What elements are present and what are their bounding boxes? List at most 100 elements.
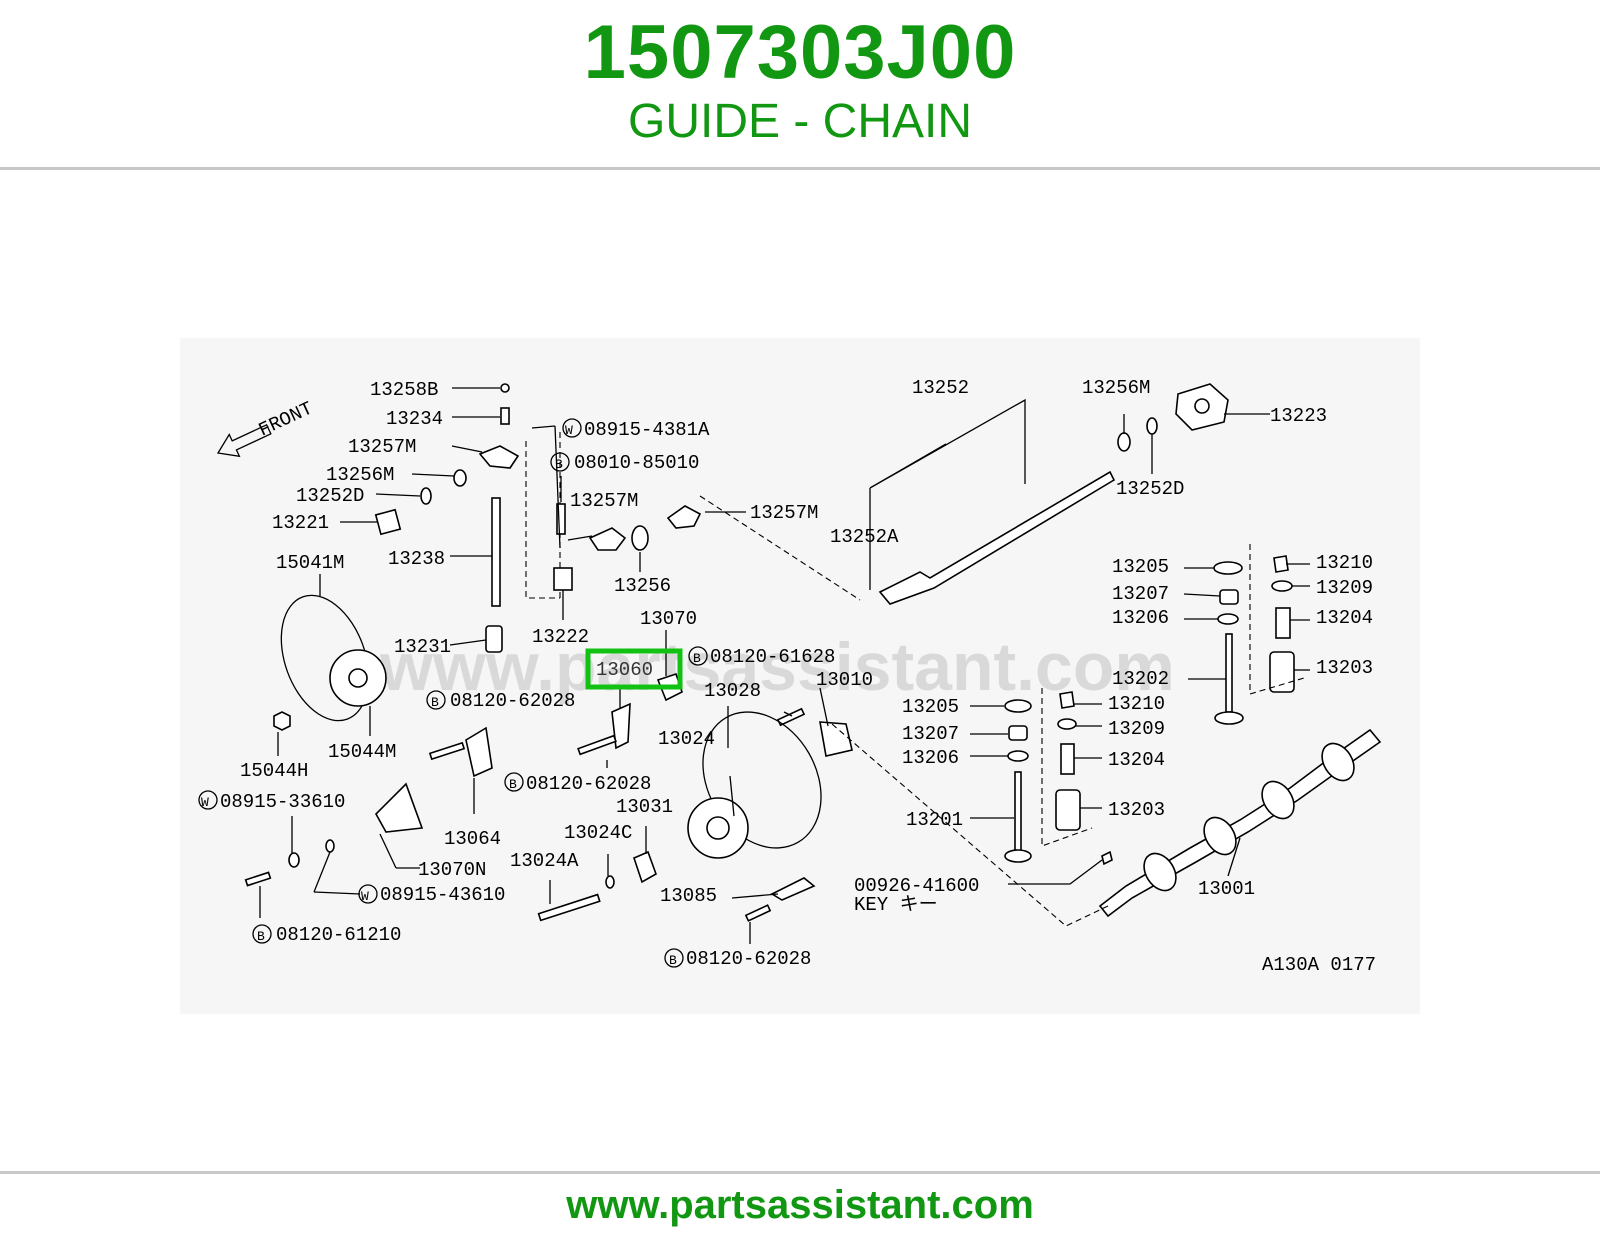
- cam-sprocket-hub: [706, 816, 730, 840]
- svg-text:W: W: [201, 795, 209, 810]
- label-13031: 13031: [616, 796, 673, 818]
- svg-text:B: B: [555, 457, 563, 472]
- label-08120-62028-c: 08120-62028: [686, 948, 811, 970]
- spring-13256m-b: [1117, 432, 1131, 452]
- label-08010-85010: 08010-85010: [574, 452, 699, 474]
- label-08120-61210: 08120-61210: [276, 924, 401, 946]
- front-label: FRONT: [255, 397, 316, 441]
- valve-head-13201: [1004, 849, 1032, 863]
- label-13203-b: 13203: [1108, 799, 1165, 821]
- cam-lobe-3: [1261, 780, 1295, 820]
- support-13222: [553, 567, 573, 591]
- label-08120-62028-b: 08120-62028: [526, 773, 651, 795]
- spring-13203-a: [1269, 651, 1295, 693]
- leader-lines: [259, 387, 1310, 944]
- label-13024: 13024: [658, 728, 715, 750]
- washer-08915-43610: [325, 839, 335, 853]
- label-13206-b: 13206: [902, 747, 959, 769]
- bolt-08120-62028-a: [428, 741, 466, 761]
- label-13257m-c: 13257M: [750, 502, 818, 524]
- tensioner-13064: [465, 726, 493, 778]
- svg-text:W: W: [361, 889, 369, 904]
- b-symbol-icon: [504, 772, 524, 792]
- retainer-13205-b: [1004, 699, 1032, 713]
- footer-divider: [0, 1171, 1600, 1174]
- label-13207-a: 13207: [1112, 583, 1169, 605]
- rocker-arm-13257m-b: [588, 527, 627, 551]
- label-13205-b: 13205: [902, 696, 959, 718]
- spring-13203-b: [1055, 789, 1081, 831]
- collet-13210-b: [1059, 691, 1075, 709]
- seat-13206-a: [1217, 613, 1239, 625]
- label-13252d-b: 13252D: [1116, 478, 1184, 500]
- label-13258b: 13258B: [370, 379, 438, 401]
- cam-lobe-2: [1203, 816, 1237, 856]
- highlight-box-13060: [585, 648, 683, 690]
- w-symbol-text: W: [565, 423, 573, 438]
- label-13209-b: 13209: [1108, 718, 1165, 740]
- label-13010: 13010: [816, 669, 873, 691]
- label-13231: 13231: [394, 636, 451, 658]
- website-link[interactable]: www.partsassistant.com: [566, 1183, 1034, 1227]
- timing-chain-15041m: [280, 594, 370, 722]
- plate-13010: [819, 721, 853, 757]
- label-13234: 13234: [386, 408, 443, 430]
- bolt-13024a: [537, 893, 601, 922]
- label-13252d-a: 13252D: [296, 485, 364, 507]
- front-arrow-icon: [216, 423, 272, 458]
- label-13203-a: 13203: [1316, 657, 1373, 679]
- rocker-shaft-13252: [878, 470, 1116, 605]
- label-00926-41600: 00926-41600: [854, 875, 979, 897]
- label-13085: 13085: [660, 885, 717, 907]
- spring-13256: [631, 525, 649, 551]
- label-13256m-b: 13256M: [1082, 377, 1150, 399]
- label-13210-b: 13210: [1108, 693, 1165, 715]
- bolt-08010-85010: [556, 503, 566, 535]
- cam-lobe-4: [1321, 742, 1355, 782]
- lifter-13231: [485, 625, 503, 653]
- label-13221: 13221: [272, 512, 329, 534]
- label-13210-a: 13210: [1316, 552, 1373, 574]
- cam-lobe-1: [1143, 852, 1177, 892]
- label-08120-61628: 08120-61628: [710, 646, 835, 668]
- nut-15044h: [273, 711, 291, 731]
- b-symbol-icon: [426, 690, 446, 710]
- label-13070: 13070: [640, 608, 697, 630]
- label-13028: 13028: [704, 680, 761, 702]
- symbol-markers: W B B B B W W B B: [198, 418, 708, 968]
- seal-13209-b: [1057, 718, 1077, 730]
- label-13070n: 13070N: [418, 859, 486, 881]
- header-divider: [0, 167, 1600, 170]
- label-08120-62028-a: 08120-62028: [450, 690, 575, 712]
- label-13201: 13201: [906, 809, 963, 831]
- label-13256m-a: 13256M: [326, 464, 394, 486]
- label-key: KEY キー: [854, 894, 938, 916]
- bracket-dash-long: [699, 495, 861, 601]
- slipper-13085: [770, 877, 816, 901]
- label-13024c: 13024C: [564, 822, 632, 844]
- part-number-title: 1507303J00: [583, 10, 1017, 95]
- seat-13206-b: [1007, 750, 1029, 762]
- sprocket-hub: [348, 668, 368, 688]
- spring-13204-a: [1275, 607, 1291, 639]
- bracket-13221: [374, 508, 402, 536]
- spring-13204-b: [1060, 743, 1075, 775]
- b-symbol-icon: [550, 452, 570, 472]
- bracket-13070n: [375, 782, 424, 833]
- label-13252a: 13252A: [830, 526, 899, 548]
- bolt-08120-62028-c: [744, 904, 772, 922]
- nut-13258b: [500, 383, 510, 393]
- label-08915-33610: 08915-33610: [220, 791, 345, 813]
- svg-text:B: B: [509, 777, 517, 792]
- seal-13207-a: [1219, 589, 1239, 605]
- washer-13252d-b: [1146, 417, 1158, 435]
- adjust-screw-13234: [500, 407, 510, 425]
- b-symbol-icon: [252, 924, 272, 944]
- label-13204-a: 13204: [1316, 607, 1373, 629]
- label-13064: 13064: [444, 828, 501, 850]
- label-15041m: 15041M: [276, 552, 344, 574]
- b-symbol-icon: [688, 646, 708, 666]
- label-13257m-b: 13257M: [570, 490, 638, 512]
- part-labels: 13258B 13234 13257M 13256M 13252D 13221 …: [220, 377, 1376, 976]
- washer-08915-33610: [288, 852, 300, 868]
